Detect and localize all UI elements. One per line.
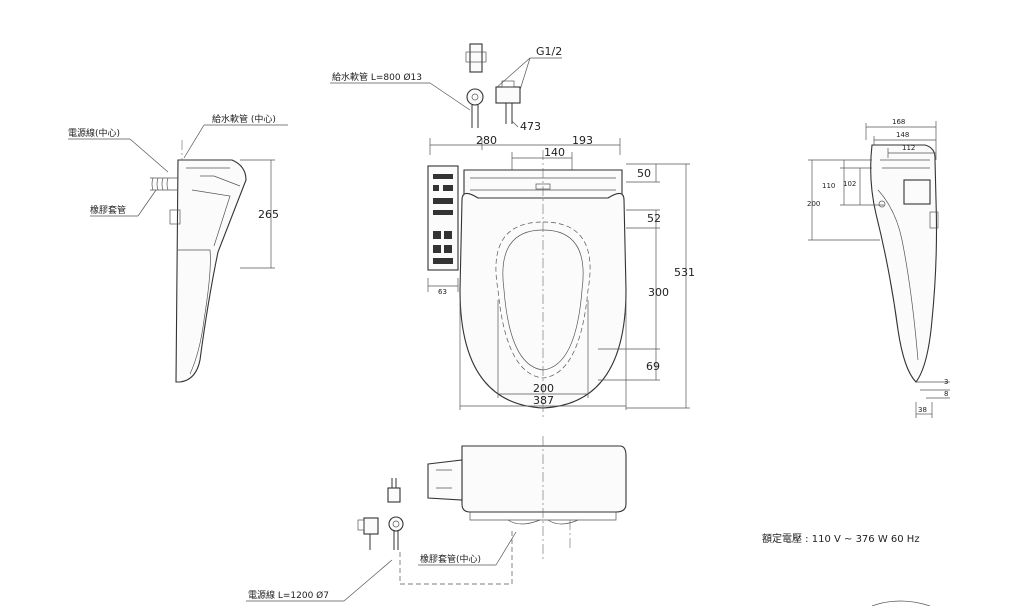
dim-8: 8 [944,390,948,398]
right-side-view: 168 148 112 110 102 200 3 8 38 [807,118,950,418]
dim-168: 168 [892,118,905,126]
rated-voltage-spec: 額定電壓 : 110 V ~ 376 W 60 Hz [762,532,920,545]
left-side-view: 265 電源線(中心) 給水軟管 (中心) 橡膠套管 [68,113,288,383]
dim-3: 3 [944,378,948,386]
dim-63: 63 [438,288,447,296]
label-rubber-sleeve-center: 橡膠套管(中心) [420,553,481,565]
dim-50: 50 [637,167,651,180]
dim-531: 531 [674,266,695,279]
dim-112: 112 [902,144,915,152]
label-supply-hose-center: 給水軟管 (中心) [212,113,276,125]
dim-38: 38 [918,406,927,414]
dim-193: 193 [572,134,593,147]
dim-110: 110 [822,182,835,190]
label-thread-g12: G1/2 [536,45,562,58]
dim-473: 473 [520,120,541,133]
dim-200-bottom: 200 [533,382,554,395]
dim-102: 102 [843,180,856,188]
dim-300: 300 [648,286,669,299]
dim-265: 265 [258,208,279,221]
dim-387: 387 [533,394,554,407]
label-power-cord-spec: 電源線 L=1200 Ø7 [248,589,329,601]
bottom-rear-view: 橡膠套管(中心) 電源線 L=1200 Ø7 [246,436,627,602]
dim-69: 69 [646,360,660,373]
label-rubber-sleeve: 橡膠套管 [90,204,126,216]
center-top-view: 280 193 140 63 [427,134,695,420]
label-power-cord-center: 電源線(中心) [68,127,120,139]
dim-280: 280 [476,134,497,147]
dim-148: 148 [896,131,909,139]
dim-52: 52 [647,212,661,225]
label-supply-hose-spec: 給水軟管 L=800 Ø13 [332,71,422,83]
water-fittings: G1/2 給水軟管 L=800 Ø13 473 [330,43,562,133]
dim-200-right: 200 [807,200,820,208]
dim-140: 140 [544,146,565,159]
logo-fragment [871,600,931,606]
